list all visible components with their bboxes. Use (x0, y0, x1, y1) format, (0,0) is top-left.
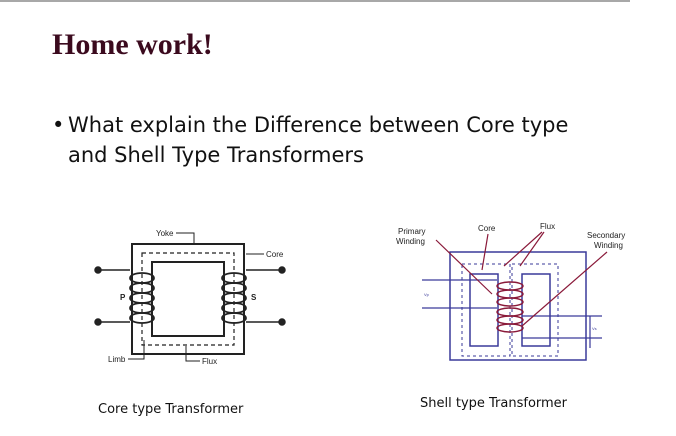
flux-path (141, 252, 235, 346)
flux-leader (185, 346, 200, 362)
shell-outer (449, 251, 587, 361)
flux-loop-left (461, 263, 511, 357)
label-s: S (251, 293, 257, 302)
top-divider (0, 0, 630, 2)
bullet-item: • What explain the Difference between Co… (52, 110, 652, 170)
bullet-text-line-2: and Shell Type Transformers (68, 143, 364, 167)
label-yoke: Yoke (156, 229, 174, 238)
shell-window-right (521, 273, 551, 347)
shell-leads (422, 279, 602, 348)
shell-type-caption: Shell type Transformer (420, 396, 568, 411)
label-primary: Primary (398, 227, 426, 236)
label-p: P (120, 293, 126, 302)
limb-leader (128, 340, 145, 360)
label-secondary: Secondary (587, 231, 625, 240)
label-vs: Vs (592, 326, 597, 331)
yoke-leader (176, 232, 195, 244)
label-flux: Flux (202, 357, 217, 366)
bullet-text-line-1: What explain the Difference between Core… (68, 113, 569, 137)
core-type-caption: Core type Transformer (98, 402, 244, 417)
label-vp: Vp (424, 292, 430, 297)
label-secondary-winding: Winding (594, 241, 623, 250)
core-leader-shell (481, 233, 489, 271)
secondary-leader (521, 251, 608, 327)
label-core: Core (266, 250, 284, 259)
shell-window-left (469, 273, 499, 347)
flux-leader-shell (503, 231, 545, 267)
primary-leads (94, 266, 130, 326)
secondary-leads (246, 266, 286, 326)
shell-winding (496, 281, 524, 333)
label-limb: Limb (108, 355, 126, 364)
core-outer (131, 243, 245, 355)
primary-leader (435, 239, 493, 295)
bullet-marker: • (52, 113, 65, 137)
label-shell-core: Core (478, 224, 496, 233)
secondary-winding (221, 272, 247, 324)
label-shell-flux: Flux (540, 222, 555, 231)
core-type-transformer-diagram: Yoke Core P S Limb Flux (94, 229, 286, 366)
label-primary-winding: Winding (396, 237, 425, 246)
shell-type-transformer-diagram: Primary Winding Core Flux Secondary Wind… (396, 222, 625, 361)
core-window (151, 261, 225, 337)
slide-title: Home work! (52, 28, 213, 61)
primary-winding (129, 272, 155, 324)
flux-loop-right (511, 263, 559, 357)
